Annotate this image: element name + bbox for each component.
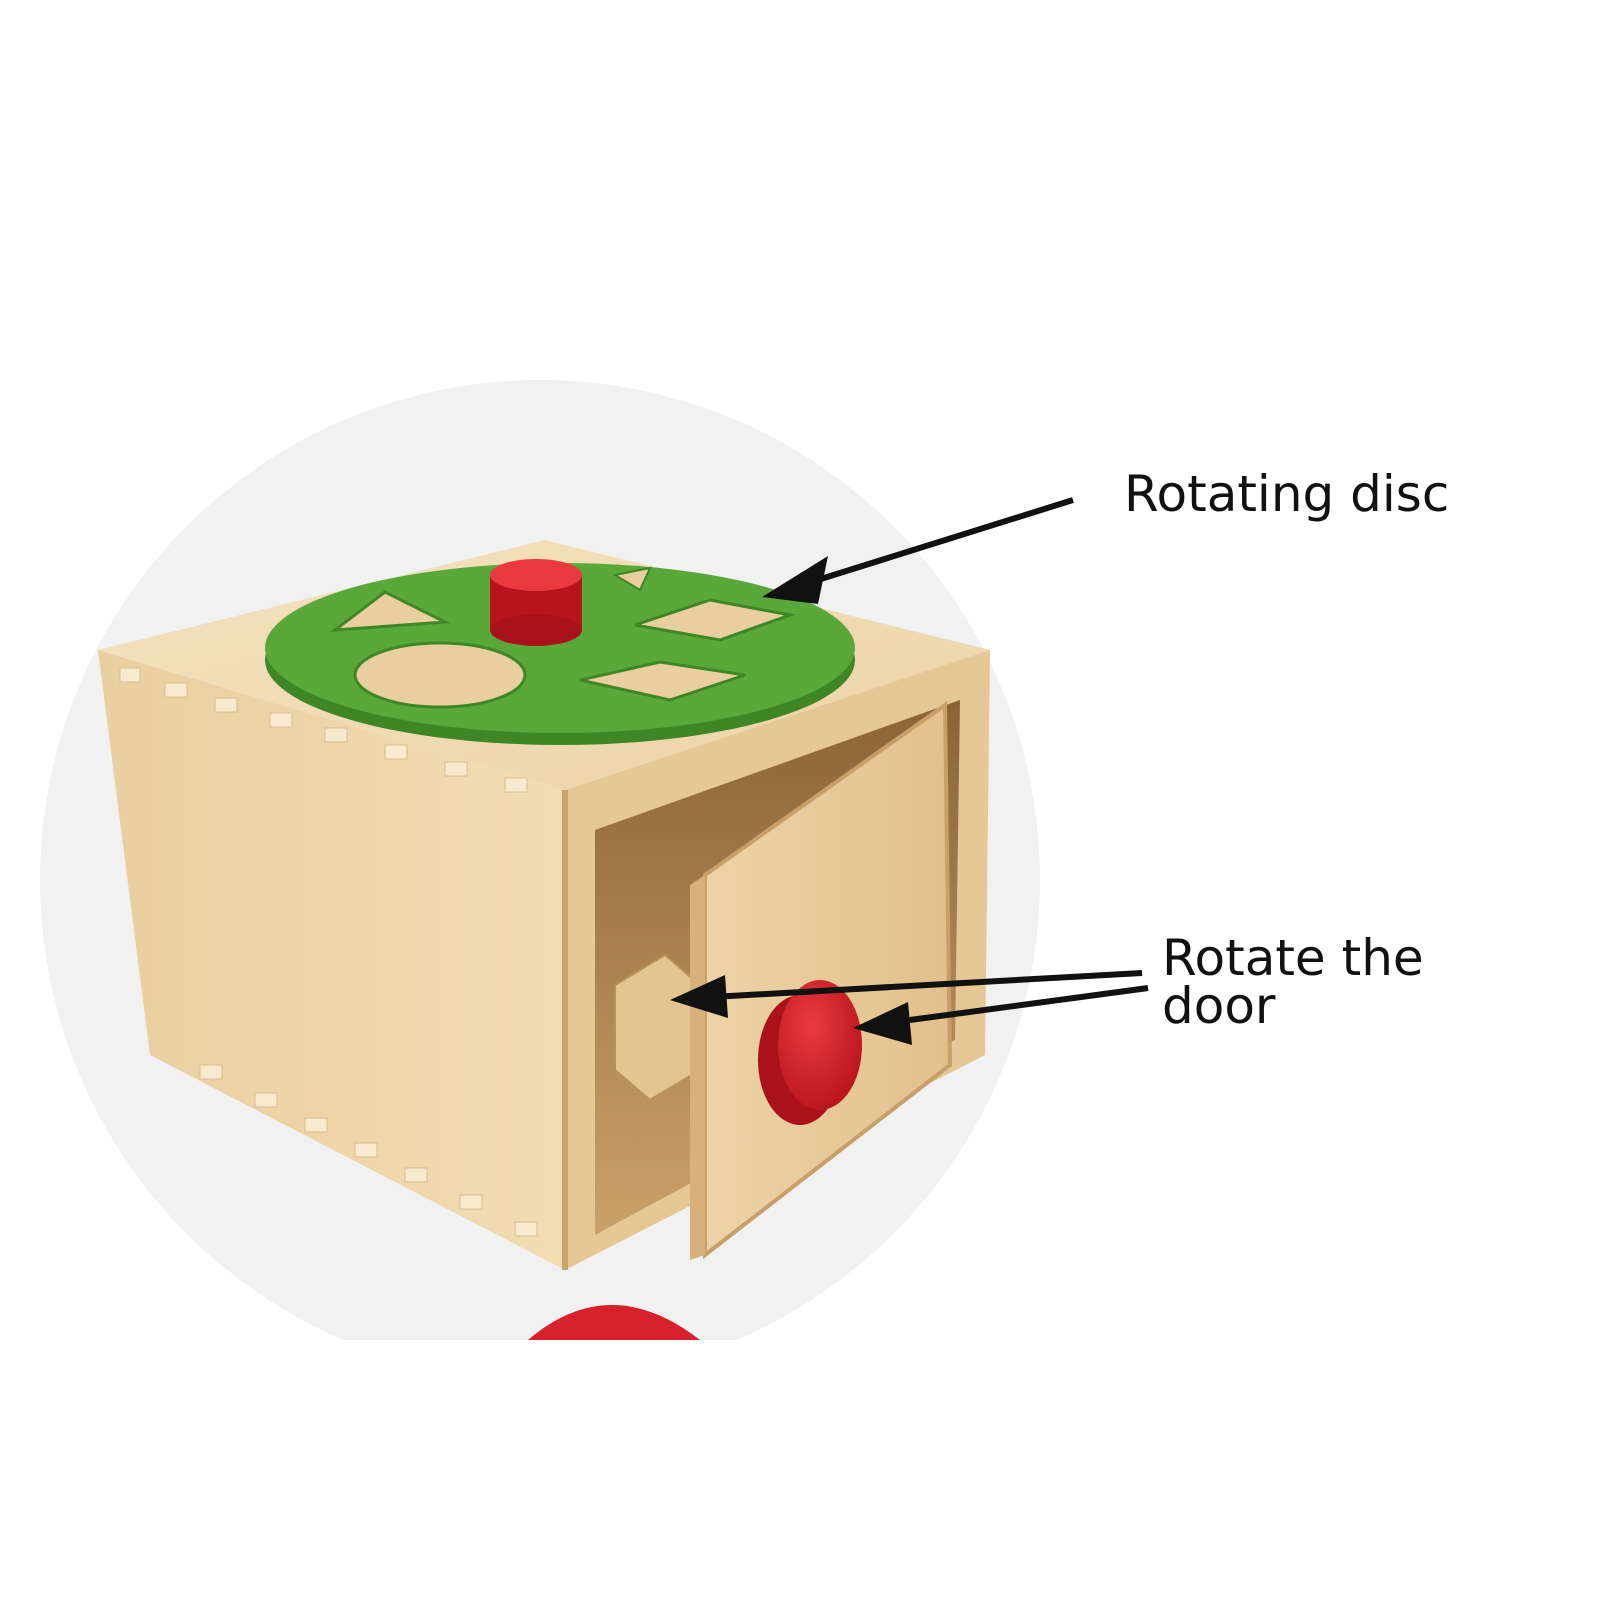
- callout-rotating-disc: Rotating disc: [1124, 465, 1450, 523]
- latch-block: [614, 953, 701, 1102]
- finger-joints: [119, 667, 538, 1237]
- callout-rotate-door: Rotate the door: [1162, 929, 1424, 1035]
- door-knob: [758, 980, 862, 1125]
- red-disc-bottom: [528, 1305, 700, 1340]
- box-left-face: [98, 650, 565, 1270]
- top-knob: [490, 559, 582, 646]
- rotating-disc: [265, 563, 855, 745]
- arrow-left-icon: [670, 970, 1143, 1018]
- arrow-left-icon: [853, 985, 1149, 1045]
- arrow-left-icon: [762, 497, 1074, 604]
